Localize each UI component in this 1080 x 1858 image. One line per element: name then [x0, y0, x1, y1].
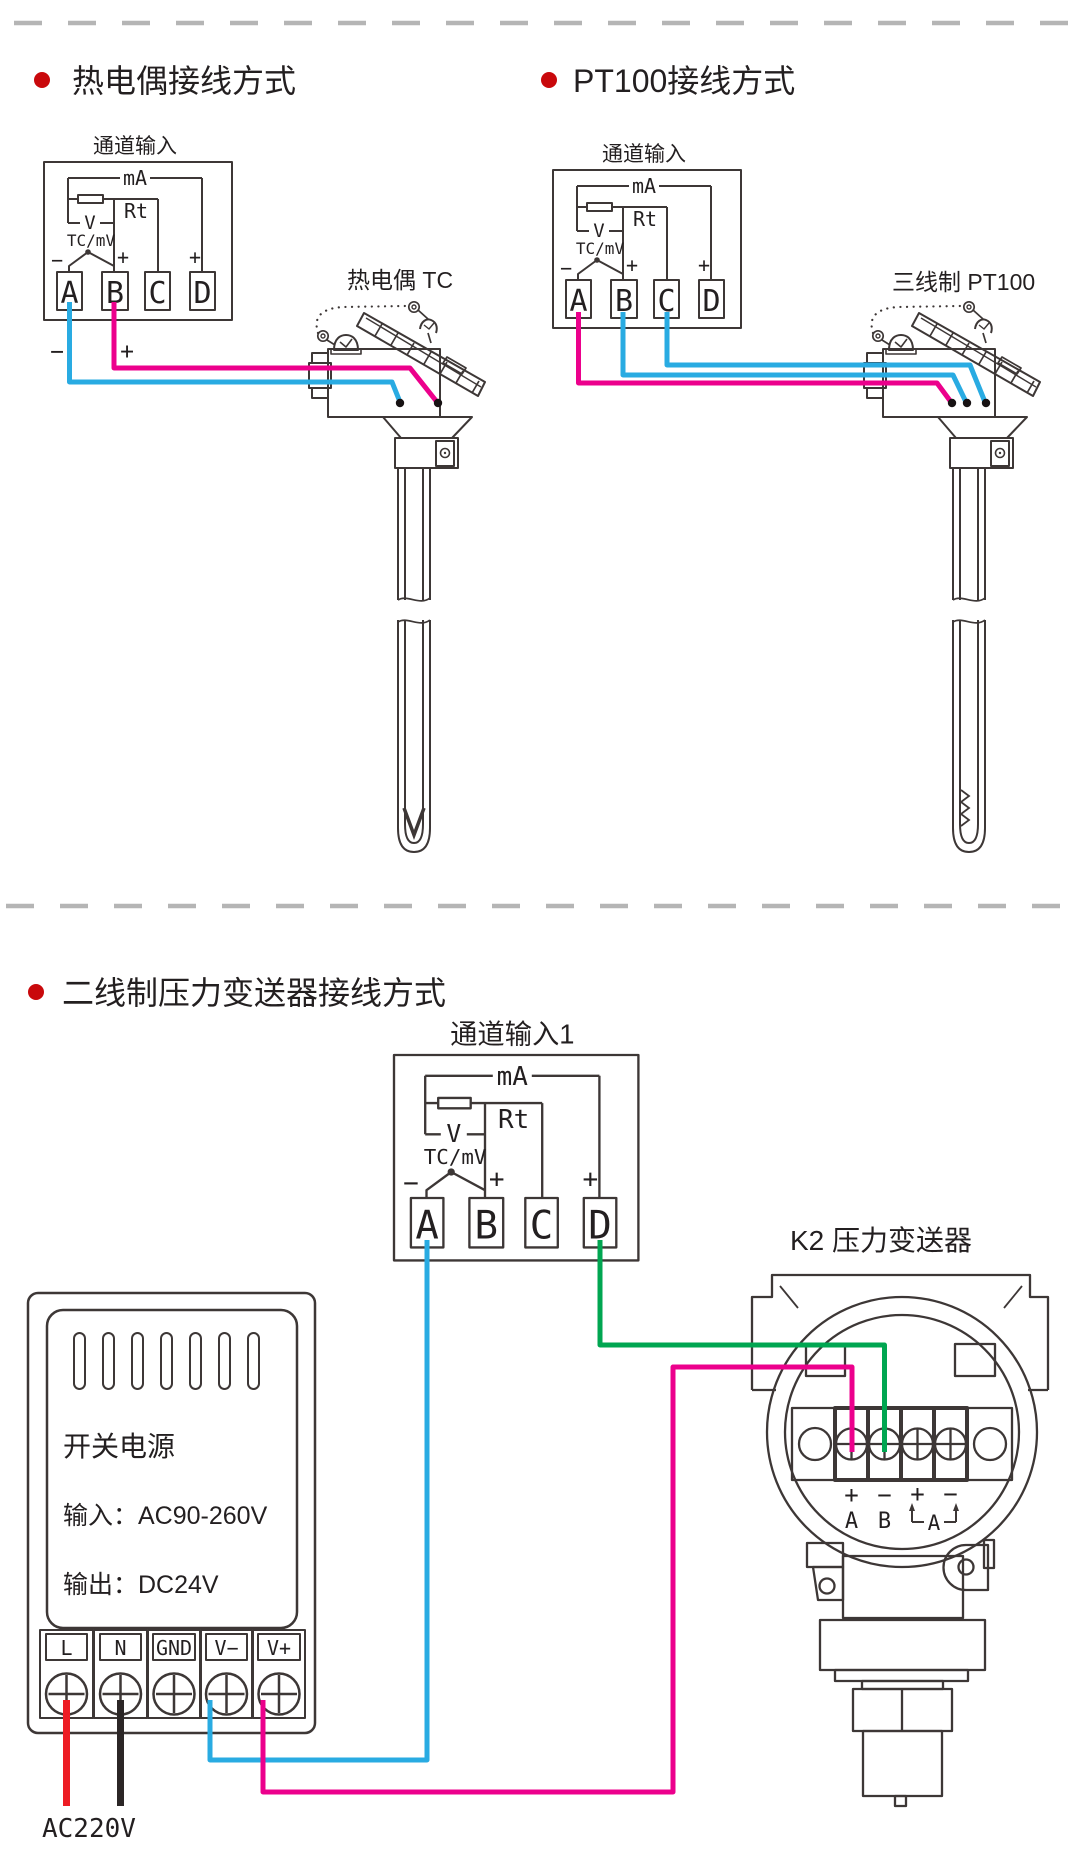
sensor-wires — [67, 302, 991, 408]
channel-box-label: 通道输入 — [93, 135, 177, 158]
pressure-transmitter: K2 压力变送器 + − + − A B A — [750, 1225, 1050, 1808]
terminal-d — [189, 271, 216, 311]
tx-minus-b: − — [877, 1481, 891, 1509]
wire-minus-label: − — [50, 339, 64, 365]
tx-plus-2: + — [910, 1480, 924, 1508]
bullet-icon — [28, 984, 44, 1000]
tc-wire-negative — [67, 302, 403, 403]
bullet-icon — [34, 72, 50, 88]
plus-mark: + — [626, 253, 638, 277]
ma-label: mA — [497, 1062, 529, 1092]
psu-terminal-vminus: V− — [214, 1636, 238, 1660]
terminal-d — [698, 279, 725, 319]
section-title-pressure: 二线制压力变送器接线方式 — [62, 975, 446, 1011]
terminal-c — [144, 271, 171, 311]
vent-slots — [73, 1332, 260, 1390]
tcmv-label: TC/mV — [424, 1145, 487, 1169]
device-label-pt100: 三线制 PT100 — [892, 269, 1035, 295]
device-label-tc: 热电偶 TC — [347, 267, 453, 293]
loop-wires — [63, 1240, 887, 1806]
channel-box-label: 通道输入 — [602, 143, 686, 166]
v-label: V — [446, 1119, 461, 1148]
plus-mark: + — [582, 1165, 598, 1195]
psu-name: 开关电源 — [63, 1431, 175, 1462]
terminal-d-label: D — [702, 284, 720, 319]
terminal-b-label: B — [106, 276, 124, 311]
device-label-transmitter: K2 压力变送器 — [790, 1225, 972, 1256]
shunt-resistor — [437, 1096, 472, 1110]
terminal-post-dot — [433, 398, 443, 408]
tcmv-label: TC/mV — [576, 239, 625, 258]
psu-terminal-vplus: V+ — [267, 1636, 291, 1660]
terminal-a-label: A — [60, 276, 78, 311]
terminal-c-label: C — [530, 1203, 553, 1248]
bullet-icon — [541, 72, 557, 88]
mains-label: AC220V — [42, 1814, 136, 1844]
power-wire-pink — [260, 1364, 855, 1795]
terminal-c-label: C — [148, 276, 166, 311]
terminal-d-label: D — [588, 1203, 611, 1248]
wire-plus-label: + — [120, 339, 134, 365]
v-label: V — [84, 212, 95, 234]
ma-label: mA — [123, 166, 147, 190]
terminal-d-label: D — [193, 276, 211, 311]
terminal-c — [524, 1196, 559, 1249]
terminal-b-label: B — [615, 284, 633, 319]
psu-output-rating: 输出：DC24V — [63, 1571, 219, 1599]
ma-label: mA — [632, 174, 656, 198]
junction-dot — [447, 1168, 455, 1176]
rt-label: Rt — [498, 1105, 529, 1135]
signal-wire-blue — [207, 1240, 430, 1763]
plus-mark: + — [489, 1165, 505, 1195]
pt100-wire-a — [576, 312, 954, 404]
plus-mark: + — [698, 253, 710, 277]
terminal-b-label: B — [475, 1203, 498, 1248]
plus-mark: + — [117, 245, 129, 269]
tc-wire-positive — [111, 302, 439, 404]
shunt-resistor — [586, 202, 613, 212]
tx-plus-a: + — [844, 1481, 858, 1509]
psu-terminal-l: L — [60, 1636, 72, 1660]
psu-terminal-n: N — [114, 1636, 126, 1660]
terminal-b — [468, 1196, 505, 1249]
psu-input-rating: 输入：AC90-260V — [63, 1502, 268, 1530]
terminal-c-label: C — [657, 284, 675, 319]
signal-wire-green — [597, 1240, 887, 1452]
terminal-post-dot — [981, 398, 991, 408]
shunt-resistor — [77, 194, 104, 204]
ammeter-bracket — [909, 1503, 959, 1523]
rt-label: Rt — [633, 207, 657, 231]
channel-input-box-pt100: 通道输入 mA Rt V TC/mV − + + A B C D — [552, 143, 742, 329]
tx-ammeter-label: A — [928, 1511, 941, 1535]
tx-terminal-b-label: B — [878, 1509, 891, 1534]
tx-minus-2: − — [943, 1480, 957, 1508]
terminal-a-label: A — [415, 1203, 438, 1248]
junction-dot — [594, 257, 600, 263]
plus-mark: + — [189, 245, 201, 269]
channel-input-box-1: 通道输入1 mA Rt V TC/mV − + + A B C D — [392, 1018, 640, 1262]
tcmv-label: TC/mV — [67, 231, 116, 250]
junction-dot — [85, 249, 91, 255]
minus-mark: − — [51, 248, 63, 272]
channel-box-label: 通道输入1 — [450, 1018, 574, 1049]
minus-mark: − — [403, 1169, 419, 1199]
psu-terminal-gnd: GND — [156, 1636, 192, 1660]
terminal-post-dot — [947, 398, 957, 408]
thermocouple-junction-mark — [402, 807, 426, 841]
terminal-post-dot — [962, 398, 972, 408]
pt100-wire-c — [664, 312, 988, 403]
minus-mark: − — [560, 256, 572, 280]
section-title-thermocouple: 热电偶接线方式 — [72, 63, 296, 99]
tx-terminal-a-label: A — [845, 1509, 858, 1534]
section-title-pt100: PT100接线方式 — [573, 63, 795, 99]
v-label: V — [593, 220, 604, 242]
channel-input-box-tc: 通道输入 mA Rt V TC/mV − + + A B C D — [43, 135, 233, 321]
rt-label: Rt — [124, 199, 148, 223]
terminal-a-label: A — [569, 284, 587, 319]
terminal-post-dot — [395, 398, 405, 408]
pt100-element-mark — [959, 789, 971, 827]
pt100-wire-b — [620, 312, 969, 404]
